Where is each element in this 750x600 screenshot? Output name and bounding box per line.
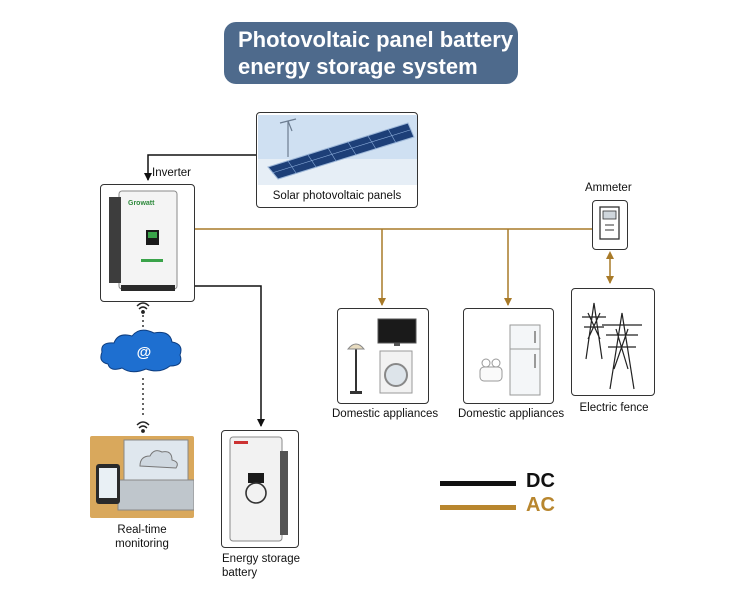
laptop-phone-icon [96,439,194,511]
battery-label-2: battery [222,567,258,579]
tv-washer-lamp-image [346,318,417,394]
inverter-brand: Growatt [128,200,155,207]
legend-ac-line [440,505,516,510]
inverter-image [109,190,178,291]
cloud-icon [100,329,182,373]
legend-dc-label: DC [526,470,555,492]
monitoring-label-1: Real-time [117,524,167,536]
wifi-icon [136,302,150,314]
fridge-kettle-image [479,324,541,396]
monitoring-label-2: monitoring [115,538,169,550]
cloud-at-symbol: @ [136,344,152,361]
battery-card [221,430,299,548]
dc-line-battery-inverter [187,282,265,427]
domestic-appliances-card-1: Domestic appliances [332,308,438,420]
legend-ac-label: AC [526,494,555,516]
wifi-icon-lower [136,421,150,433]
electric-fence-card: Electric fence [571,288,655,414]
ammeter-icon [599,206,620,240]
ammeter-label: Ammeter [585,182,632,194]
legend-dc-line [440,481,516,486]
ammeter-card [592,200,628,250]
domestic-appliances-card-2: Domestic appliances [458,308,564,420]
inverter-label: Inverter [152,167,191,179]
domestic-appliances-label-1: Domestic appliances [332,408,439,420]
monitoring-image [90,436,194,518]
solar-panel-image [258,115,417,185]
legend: DC AC [438,470,578,520]
solar-panels-label: Solar photovoltaic panels [272,190,402,202]
diagram-title: Photovoltaic panel battery energy storag… [224,22,518,84]
battery-image [229,436,288,542]
electric-fence-label: Electric fence [579,402,649,414]
inverter-card: Growatt [100,184,195,302]
solar-panels-card: Solar photovoltaic panels [256,112,418,208]
title-line-2: energy storage system [238,54,478,79]
title-line-1: Photovoltaic panel battery [238,27,514,52]
dc-line-solar-inverter [144,154,258,181]
domestic-appliances-label-2: Domestic appliances [458,408,565,420]
battery-label-1: Energy storage [222,553,300,565]
pylon-icon [582,302,642,390]
